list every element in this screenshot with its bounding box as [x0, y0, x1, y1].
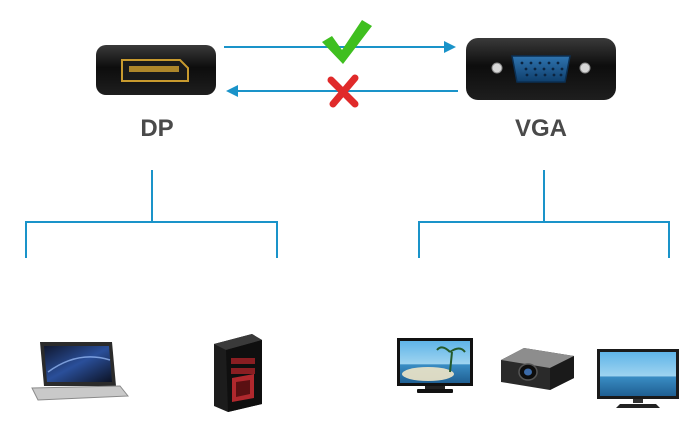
cross-icon [327, 74, 359, 108]
laptop-icon [31, 342, 130, 401]
monitor-icon [597, 349, 679, 408]
desktop-tower-icon [214, 334, 262, 412]
vga-pins [520, 61, 564, 77]
dp-label: DP [140, 115, 174, 142]
dp-branch-lines [25, 170, 278, 258]
vga-connector [466, 38, 616, 100]
check-icon [322, 20, 372, 64]
dp-port-pins [129, 66, 179, 72]
tv-icon [397, 338, 473, 393]
vga-connector-icon [491, 55, 591, 83]
vga-label: VGA [514, 115, 567, 142]
vga-branch-lines [418, 170, 670, 258]
projector-icon [501, 348, 574, 390]
dp-connector [96, 45, 216, 95]
displayport-connector-icon [121, 59, 189, 82]
vga-screw-left [491, 62, 503, 74]
vga-screw-right [579, 62, 591, 74]
